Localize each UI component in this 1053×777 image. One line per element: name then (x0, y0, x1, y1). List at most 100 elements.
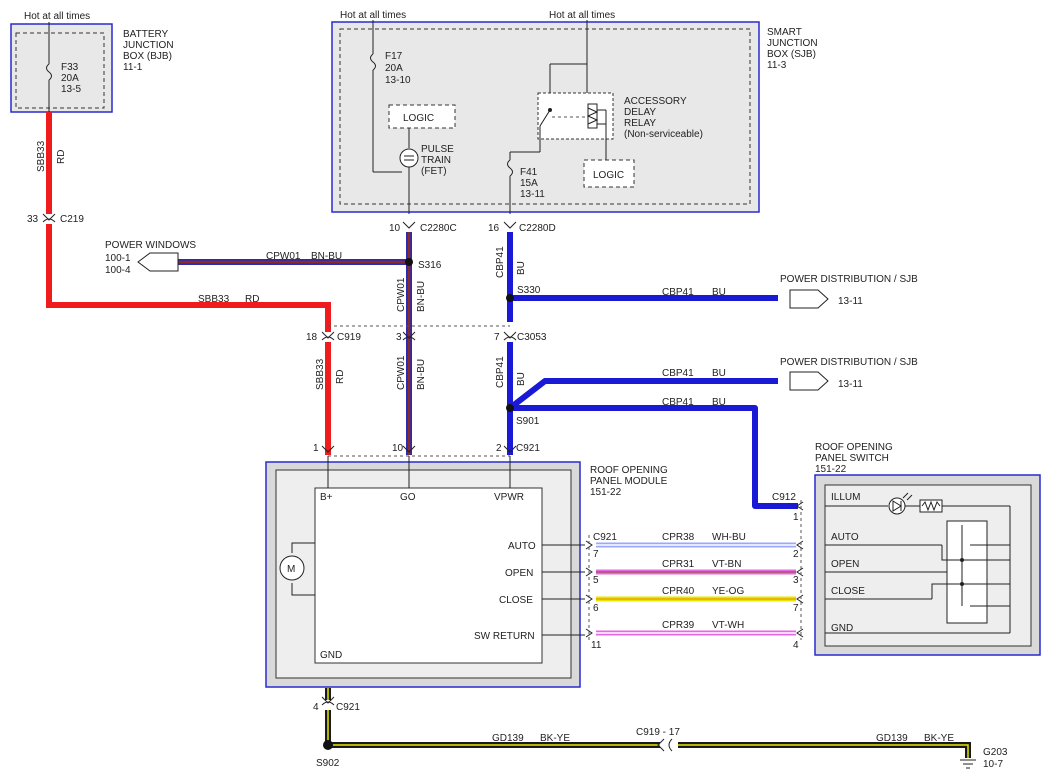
c921-pin1: 1 (313, 443, 319, 454)
c219-label: C219 (60, 214, 84, 225)
pd1-label: POWER DISTRIBUTION / SJB (780, 274, 918, 285)
roof-opening-panel-switch: ROOF OPENING PANEL SWITCH 151-22 ILLUM A… (814, 442, 1041, 656)
bjb-title-4: 11-1 (123, 62, 143, 73)
c921-left-label: C921 (593, 532, 617, 543)
sbb33-v2-label: SBB33 (315, 358, 326, 390)
module-go: GO (400, 492, 416, 503)
connector-c921-top: 1 10 2 C921 (313, 443, 540, 454)
pin-left-auto: 7 (593, 549, 599, 560)
cpw01-v1-color: BN-BU (416, 281, 427, 312)
battery-junction-box: Hot at all times F33 20A 13-5 BATTERY JU… (10, 11, 174, 113)
wire-gd139: 4 C921 S902 GD139 BK-YE C919 - 17 GD139 … (313, 688, 1008, 770)
module-title-2: PANEL MODULE (590, 476, 668, 487)
cpw01-h-label: CPW01 (266, 251, 301, 262)
connector-c2280d: 16 C2280D (488, 221, 556, 234)
f41-name: F41 (520, 167, 538, 178)
c2280d-label: C2280D (519, 223, 556, 234)
power-windows-connector[interactable]: POWER WINDOWS 100-1 100-4 (105, 240, 196, 276)
c3053-pin7: 7 (494, 332, 500, 343)
switch-open: OPEN (831, 559, 859, 570)
power-windows-ref-1: 100-1 (105, 253, 131, 264)
splice-s330 (506, 294, 514, 302)
sjb-hot-label-1: Hot at all times (340, 10, 406, 21)
cpr31-label: CPR31 (662, 559, 695, 570)
sbb33-h-color: RD (245, 294, 259, 305)
s901-label: S901 (516, 416, 540, 427)
switch-illum: ILLUM (831, 492, 860, 503)
sjb-title-1: SMART (767, 27, 802, 38)
module-swret: SW RETURN (474, 631, 535, 642)
s902-label: S902 (316, 758, 340, 769)
pin-right-auto: 2 (793, 549, 799, 560)
power-windows-ref-2: 100-4 (105, 265, 131, 276)
relay-label-2: DELAY (624, 107, 656, 118)
ground-icon (960, 759, 976, 769)
smart-junction-box: Hot at all times Hot at all times F17 20… (331, 10, 818, 214)
pin-right-close: 7 (793, 603, 799, 614)
relay-label-1: ACCESSORY (624, 96, 687, 107)
c3053-pin3: 3 (396, 332, 402, 343)
connector-c2280c: 10 C2280C (389, 221, 457, 234)
cbp41-v1-color: BU (516, 261, 527, 275)
connector-c919: 18 C919 (306, 331, 361, 343)
switch-auto: AUTO (831, 532, 859, 543)
led-symbol (888, 497, 906, 515)
cbp41-v2-label: CBP41 (495, 356, 506, 388)
connector-c219: 33 C219 (27, 213, 84, 225)
module-title-1: ROOF OPENING (590, 465, 668, 476)
pin-left-open: 5 (593, 575, 599, 586)
sbb33-h-label: SBB33 (198, 294, 230, 305)
switch-close: CLOSE (831, 586, 865, 597)
gnd-c921: C921 (336, 702, 360, 713)
relay-label-4: (Non-serviceable) (624, 129, 703, 140)
bjb-title-3: BOX (BJB) (123, 51, 172, 62)
cbp41-h3-label: CBP41 (662, 397, 694, 408)
s330-label: S330 (517, 285, 541, 296)
switch-gnd: GND (831, 623, 853, 634)
s316-label: S316 (418, 260, 442, 271)
bjb-fuse-ref: 13-5 (61, 84, 81, 95)
gd139-right-color: BK-YE (924, 733, 954, 744)
pin-left-swret: 11 (591, 640, 602, 651)
f41-ref: 13-11 (520, 189, 545, 200)
sjb-title-2: JUNCTION (767, 38, 818, 49)
cbp41-v1-label: CBP41 (495, 246, 506, 278)
sbb33-v-label: SBB33 (36, 140, 47, 172)
pin-right-gnd: 4 (793, 640, 799, 651)
c912-pin: 1 (793, 512, 799, 523)
g203-ref: 10-7 (983, 759, 1003, 770)
cpw01-v2-color: BN-BU (416, 359, 427, 390)
cpr39-color: VT-WH (712, 620, 744, 631)
wire-sbb33-path (46, 112, 331, 455)
c921-pin10: 10 (392, 443, 404, 454)
c919-pin: 18 (306, 332, 318, 343)
bjb-title-2: JUNCTION (123, 40, 174, 51)
cbp41-h1-color: BU (712, 287, 726, 298)
cpw01-h-color: BN-BU (311, 251, 342, 262)
gd139-left-color: BK-YE (540, 733, 570, 744)
c919-17-label: C919 - 17 (636, 727, 680, 738)
bjb-title-1: BATTERY (123, 29, 169, 40)
f17-ref: 13-10 (385, 75, 411, 86)
c912-label: C912 (772, 492, 796, 503)
g203-label: G203 (983, 747, 1008, 758)
power-distribution-1[interactable]: POWER DISTRIBUTION / SJB 13-11 (780, 274, 918, 309)
power-distribution-2[interactable]: POWER DISTRIBUTION / SJB 13-11 (780, 357, 918, 391)
signal-wires: CPR38 WH-BU CPR31 VT-BN CPR40 YE-OG CPR3… (542, 492, 804, 651)
c2280c-pin: 10 (389, 223, 401, 234)
wire-sbb33: SBB33 RD SBB33 RD SBB33 RD (36, 112, 346, 455)
bjb-fuse-name: F33 (61, 62, 79, 73)
c219-pin: 33 (27, 214, 39, 225)
c2280c-label: C2280C (420, 223, 457, 234)
cbp41-v2-color: BU (516, 372, 527, 386)
c921-label-top: C921 (516, 443, 540, 454)
pin-left-close: 6 (593, 603, 599, 614)
bjb-hot-label: Hot at all times (24, 11, 90, 22)
cpr40-color: YE-OG (712, 586, 744, 597)
module-bplus: B+ (320, 492, 333, 503)
switch-title-3: 151-22 (815, 464, 847, 475)
f41-rating: 15A (520, 178, 538, 189)
splice-s902 (323, 740, 333, 750)
module-gnd: GND (320, 650, 342, 661)
module-open: OPEN (505, 568, 533, 579)
